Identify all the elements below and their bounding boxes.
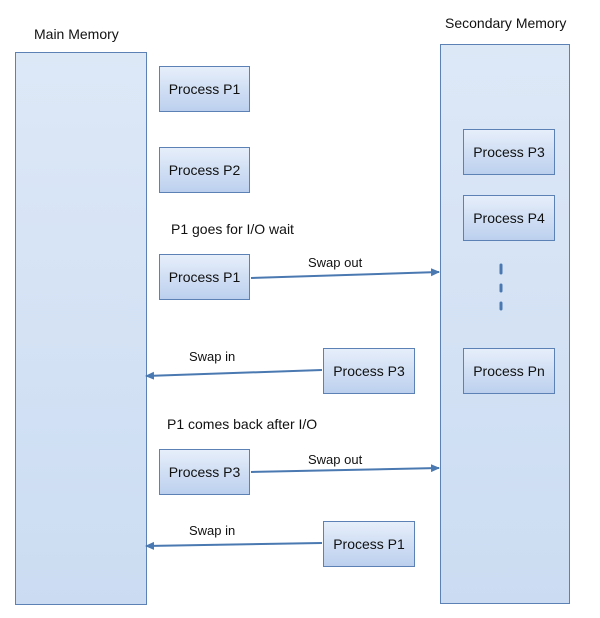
main-memory-column	[15, 52, 147, 605]
secondary-process-p4-box: Process P4	[463, 195, 555, 241]
swap-out-label-2: Swap out	[308, 452, 363, 467]
process-p3-swap-box: Process P3	[159, 449, 250, 495]
process-p1-box: Process P1	[159, 66, 250, 112]
swap-in-arrow-1	[145, 369, 323, 380]
swap-in-label-1: Swap in	[189, 349, 236, 364]
main-memory-label: Main Memory	[34, 26, 119, 42]
process-p2-box: Process P2	[159, 147, 250, 193]
secondary-process-pn-box: Process Pn	[463, 348, 555, 394]
swap-in-arrow-2	[145, 541, 323, 550]
process-p1-in-box: Process P1	[323, 521, 415, 567]
swap-in-label-2: Swap in	[189, 523, 236, 538]
process-p3-in-box: Process P3	[323, 348, 415, 394]
process-p1-swap-box: Process P1	[159, 254, 250, 300]
swap-out-arrow-1	[250, 268, 440, 279]
swap-out-label-1: Swap out	[308, 255, 363, 270]
secondary-memory-label: Secondary Memory	[445, 15, 567, 31]
swap-out-arrow-2	[250, 464, 440, 473]
secondary-process-p3-box: Process P3	[463, 129, 555, 175]
note-comes-back: P1 comes back after I/O	[167, 416, 318, 432]
note-io-wait: P1 goes for I/O wait	[171, 221, 294, 237]
